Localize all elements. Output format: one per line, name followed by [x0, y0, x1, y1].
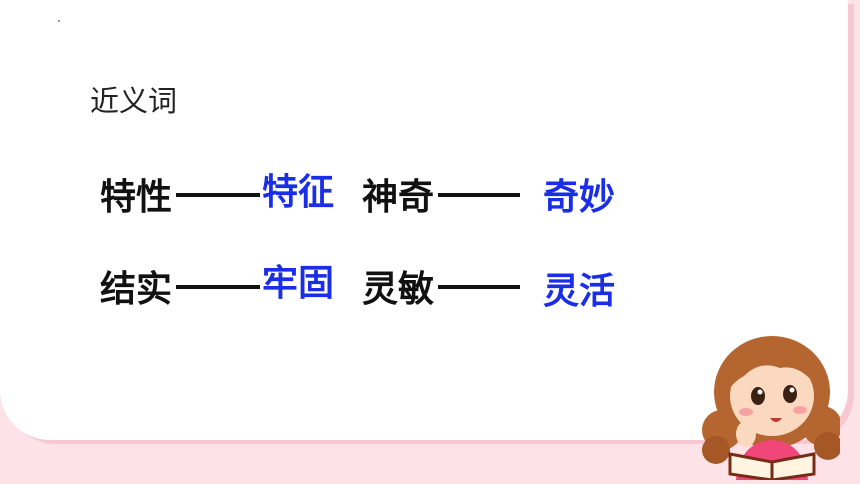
face	[730, 356, 814, 436]
hand	[736, 421, 756, 447]
book-right-page	[770, 452, 816, 480]
synonym-3: 牢固	[262, 263, 335, 304]
book-left-page	[728, 452, 774, 480]
left-eye	[751, 387, 765, 405]
dash-4	[438, 285, 520, 289]
synonym-4: 灵活	[543, 271, 616, 312]
dash-2	[438, 193, 520, 197]
word-4: 灵敏	[362, 269, 435, 310]
dash-3	[176, 285, 260, 289]
dash-1	[176, 193, 260, 197]
right-cheek	[793, 406, 807, 414]
mouth	[770, 418, 782, 422]
slide-card: 近义词 特性 特征 神奇 奇妙 结实 牢固 灵敏 灵活	[0, 0, 848, 440]
hair-bangs	[730, 345, 816, 388]
left-cheek	[739, 408, 753, 416]
right-eye	[783, 385, 797, 403]
synonym-1: 特征	[262, 172, 335, 213]
girl-reading-book-illustration	[702, 336, 840, 480]
section-heading: 近义词	[90, 84, 178, 118]
word-2: 神奇	[362, 177, 435, 218]
word-3: 结实	[100, 269, 173, 310]
hair-curl-left-lower	[702, 436, 730, 464]
hair-curl-right-lower	[814, 432, 840, 460]
page-marker-dot	[58, 20, 60, 22]
word-1: 特性	[100, 177, 173, 218]
synonym-2: 奇妙	[543, 177, 616, 218]
